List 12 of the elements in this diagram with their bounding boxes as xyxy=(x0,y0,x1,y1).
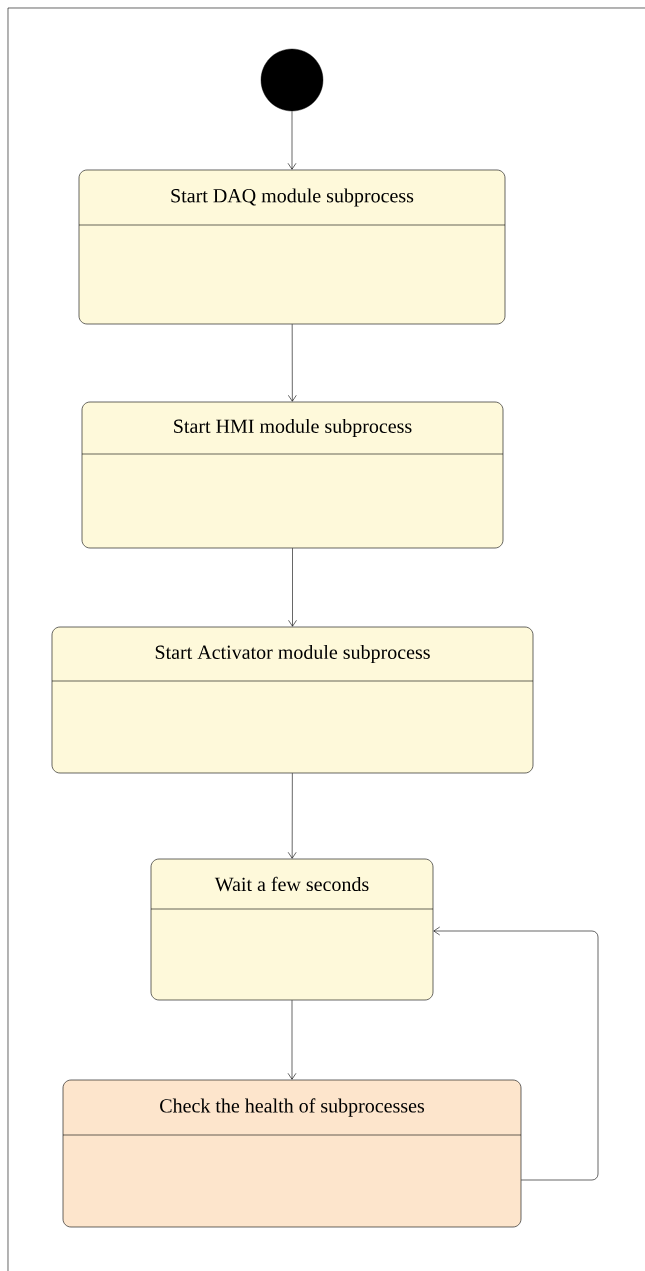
state-box: Start Activator module subprocess xyxy=(51,626,534,774)
arrow xyxy=(287,999,297,1080)
arrow xyxy=(288,323,297,402)
initial-state-dot xyxy=(260,48,324,112)
arrow xyxy=(288,547,297,627)
state-box: Check the health of subprocesses xyxy=(62,1079,522,1228)
arrow xyxy=(287,772,297,859)
state-box: Wait a few seconds xyxy=(150,858,434,1001)
state-box: Start DAQ module subprocess xyxy=(78,169,506,325)
arrow xyxy=(287,110,297,170)
arrow xyxy=(433,926,599,1181)
state-box: Start HMI module subprocess xyxy=(81,401,504,549)
